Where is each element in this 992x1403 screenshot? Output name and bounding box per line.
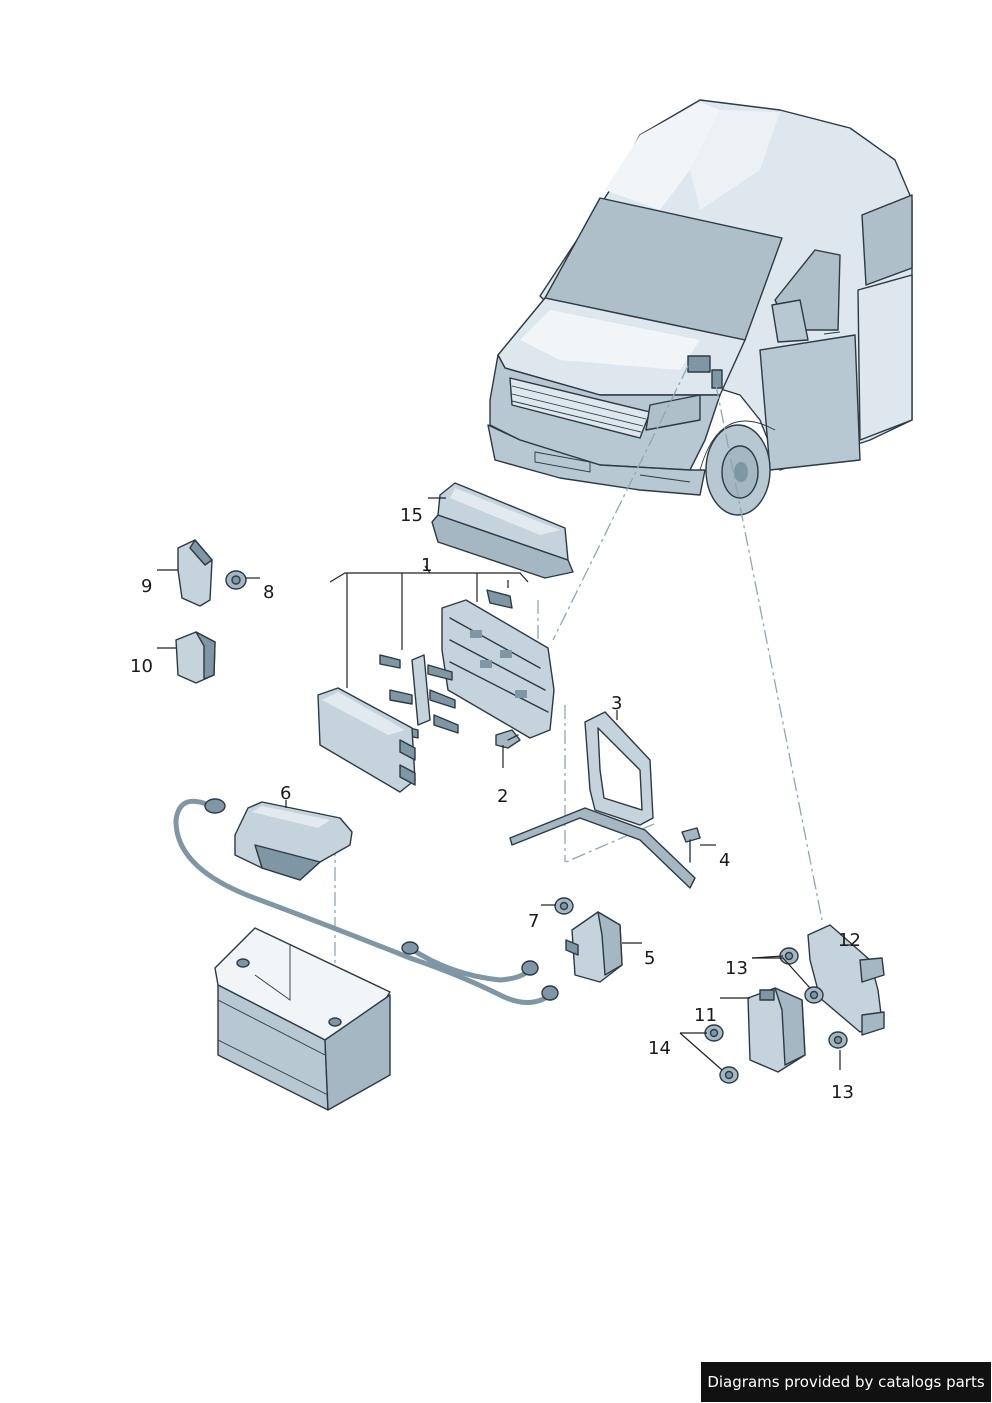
part-3-bracket (509, 711, 696, 889)
battery (214, 927, 391, 1111)
callout-14: 14 (648, 1038, 671, 1059)
part-10-relay (175, 631, 216, 684)
part-8-nut (225, 570, 247, 590)
callout-13-top: 13 (725, 958, 748, 979)
mounting-location-marker (687, 355, 711, 373)
van-illustration (487, 99, 913, 516)
callout-5: 5 (644, 948, 655, 969)
callout-8: 8 (263, 582, 274, 603)
part-11-relay (747, 987, 806, 1073)
part-4-bolt (681, 827, 701, 863)
credit-banner: Diagrams provided by catalogs parts (701, 1362, 991, 1402)
part-9-relay-carrier (177, 539, 213, 607)
part-12-bracket (807, 924, 885, 1036)
callout-13-bottom: 13 (831, 1082, 854, 1103)
callout-3: 3 (611, 693, 622, 714)
callout-labels: 1 2 3 4 5 6 7 8 9 10 11 12 13 13 14 15 (130, 505, 861, 1103)
part-14-nuts (704, 1024, 739, 1084)
mounting-location-marker (711, 369, 723, 389)
part-15-cover (431, 482, 574, 579)
callout-15: 15 (400, 505, 423, 526)
part-7-nut (554, 897, 574, 915)
leader-lines (157, 497, 858, 1071)
callout-4: 4 (719, 850, 730, 871)
callout-7: 7 (528, 911, 539, 932)
part-6-battery-cover (234, 801, 353, 881)
callout-2: 2 (497, 786, 508, 807)
part-1-fuse-box-assembly (317, 589, 555, 793)
callout-6: 6 (280, 783, 291, 804)
credit-text: Diagrams provided by catalogs parts (707, 1373, 985, 1391)
callout-11: 11 (694, 1005, 717, 1026)
part-13-nuts (779, 947, 848, 1049)
battery-cable (173, 798, 559, 1005)
callout-10: 10 (130, 656, 153, 677)
part-2-bolt (495, 729, 521, 749)
callout-9: 9 (141, 576, 152, 597)
callout-12: 12 (838, 930, 861, 951)
callout-1: 1 (421, 555, 432, 576)
part-5-relay (565, 911, 623, 983)
